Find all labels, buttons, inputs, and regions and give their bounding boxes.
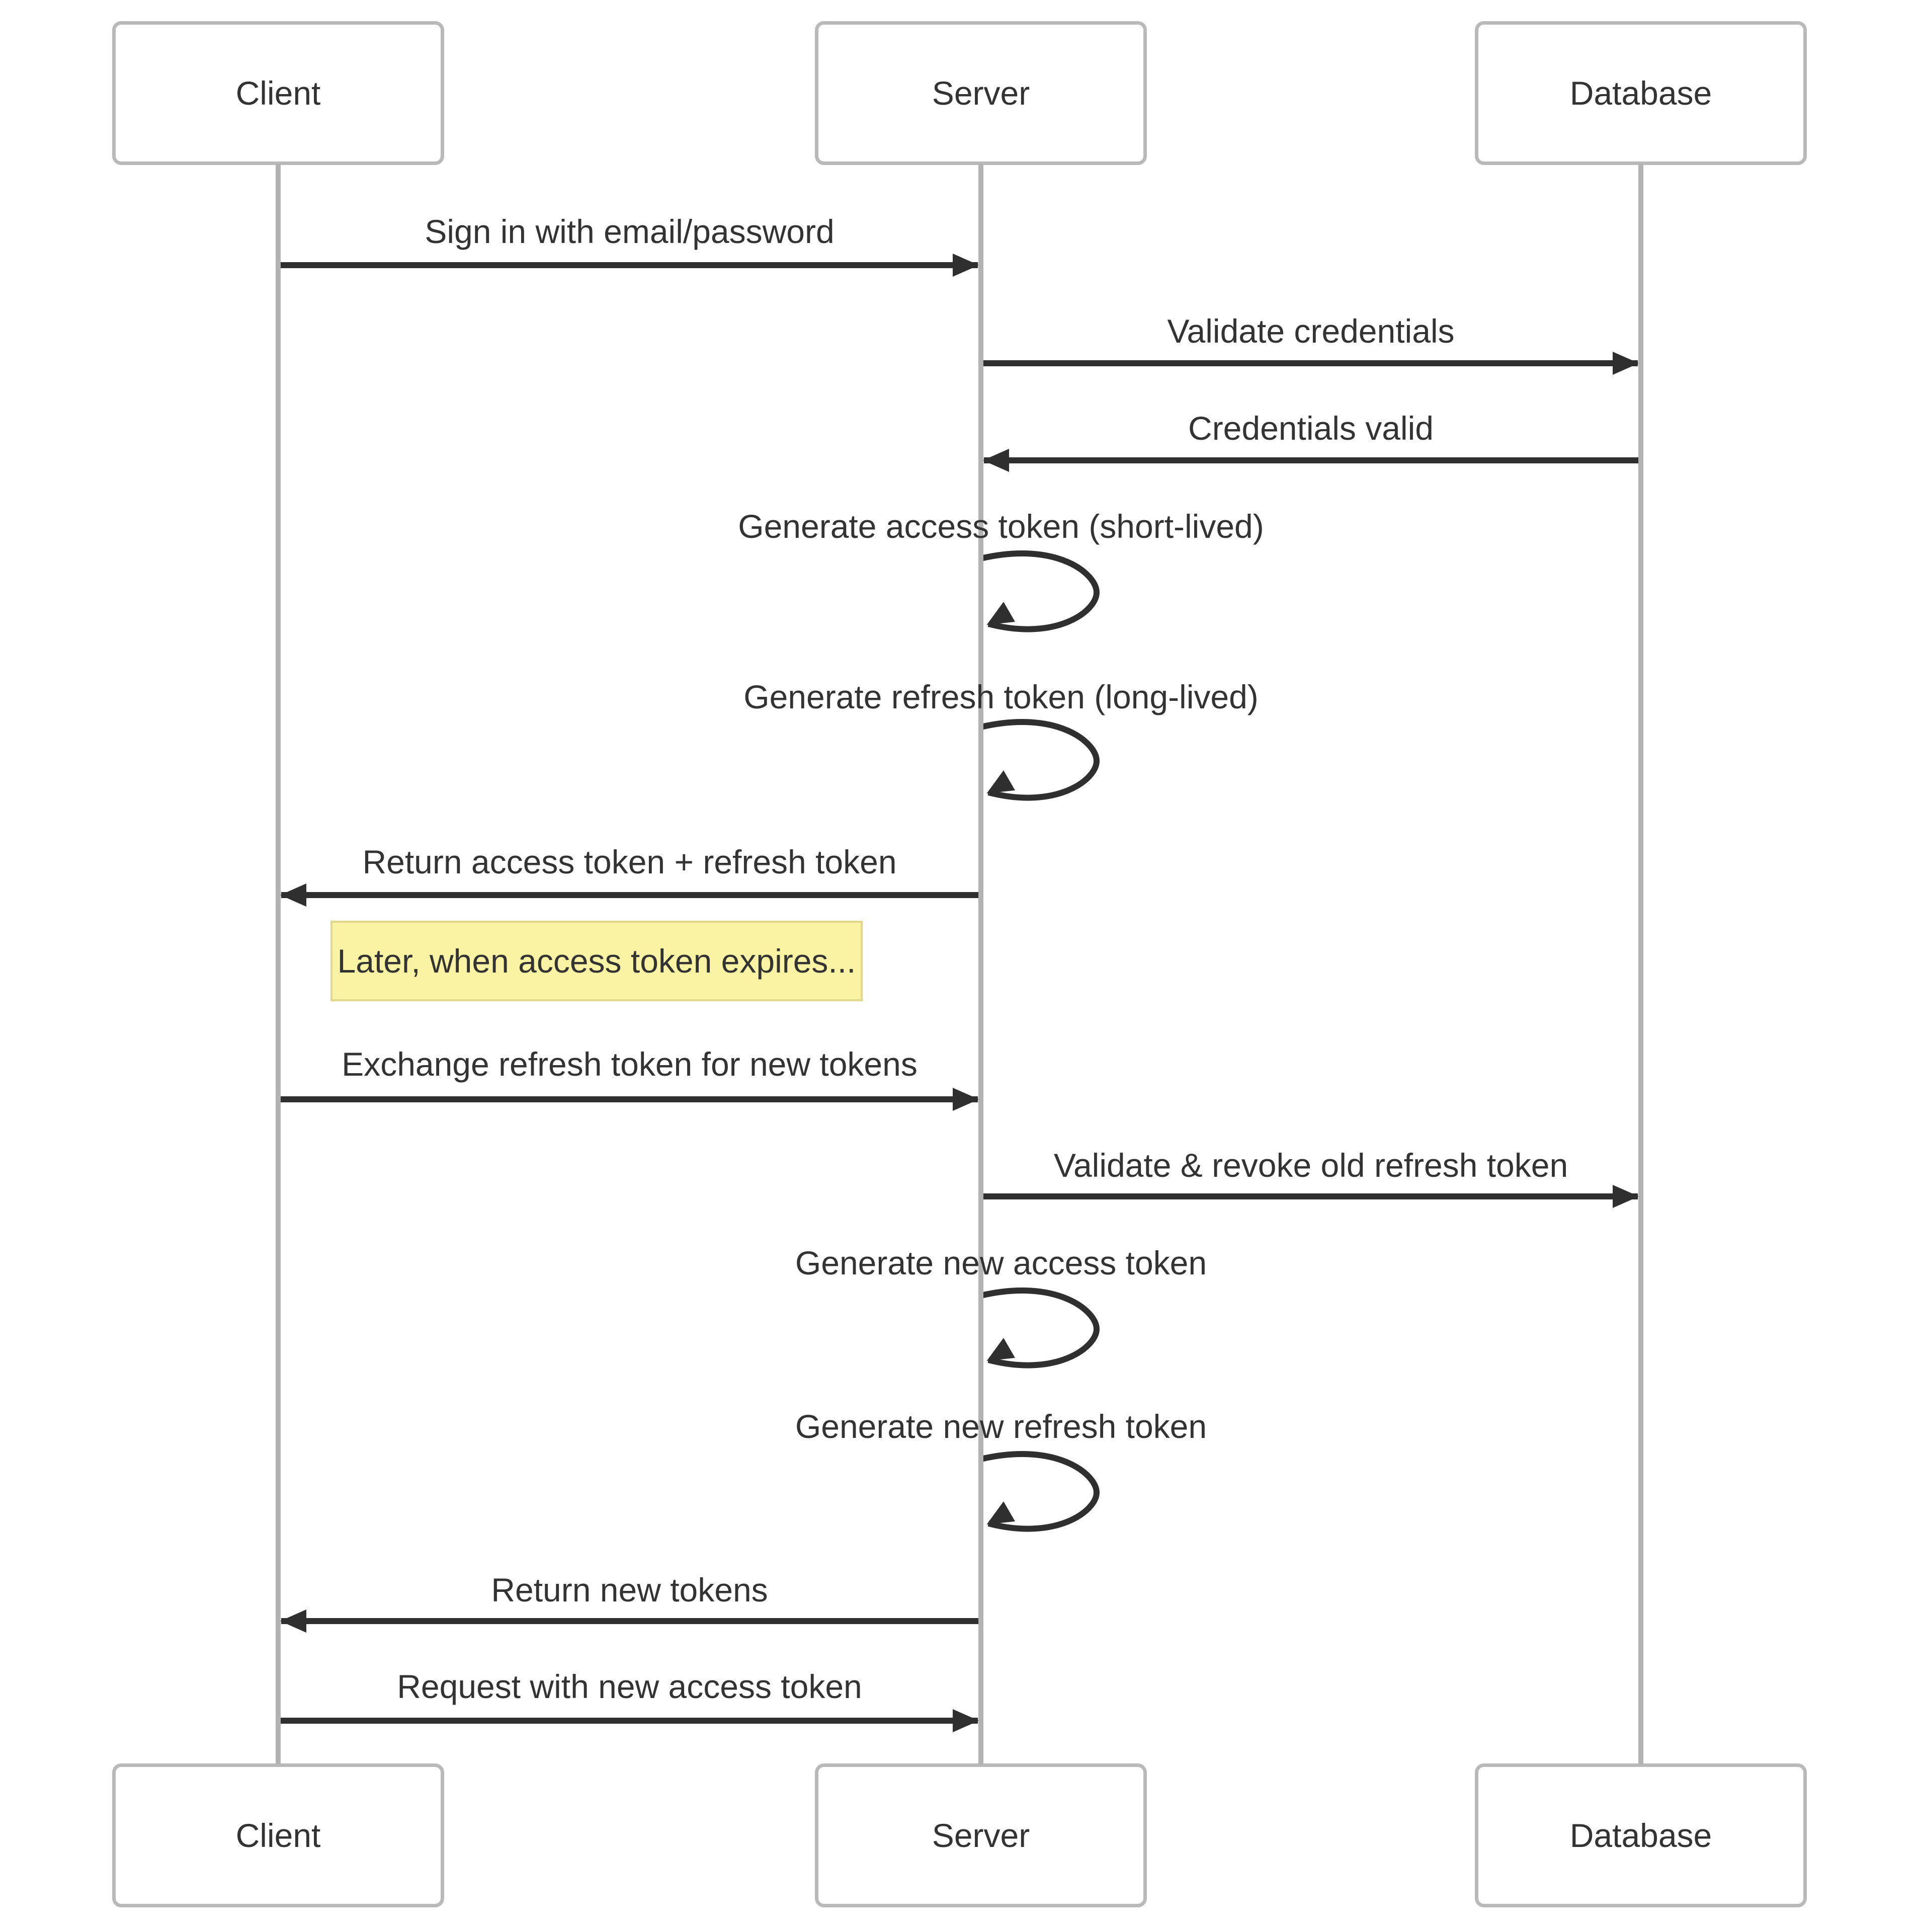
self-loop-label: Generate access token (short-lived) [738, 508, 1264, 545]
message-label: Exchange refresh token for new tokens [342, 1045, 918, 1083]
actor-label: Server [932, 74, 1030, 112]
message-label: Return new tokens [491, 1571, 768, 1608]
actor-box-client-top: Client [112, 21, 444, 165]
message-label: Request with new access token [397, 1668, 862, 1705]
self-loop-arrow [980, 719, 1100, 801]
note: Later, when access token expires... [330, 921, 863, 1001]
message-label: Validate & revoke old refresh token [1053, 1147, 1568, 1184]
self-loop-label: Generate new access token [795, 1244, 1207, 1281]
actor-label: Client [235, 1817, 321, 1854]
lifeline-client [276, 164, 281, 1764]
self-loop-label: Generate new refresh token [795, 1408, 1207, 1445]
note-text: Later, when access token expires... [337, 942, 856, 980]
actor-label: Server [932, 1817, 1030, 1854]
self-loop-label: Generate refresh token (long-lived) [743, 678, 1259, 715]
message-label: Validate credentials [1167, 312, 1455, 350]
actor-label: Client [235, 74, 321, 112]
lifeline-server [978, 164, 983, 1764]
actor-box-client-bottom: Client [112, 1763, 444, 1907]
lifeline-database [1638, 164, 1643, 1764]
actor-box-server-top: Server [815, 21, 1147, 165]
message-label: Return access token + refresh token [362, 843, 897, 880]
actor-box-database-top: Database [1475, 21, 1807, 165]
message-label: Credentials valid [1188, 410, 1434, 447]
self-loop-arrow [980, 1451, 1100, 1532]
actor-label: Database [1569, 1817, 1712, 1854]
actor-box-database-bottom: Database [1475, 1763, 1807, 1907]
actor-box-server-bottom: Server [815, 1763, 1147, 1907]
actor-label: Database [1569, 74, 1712, 112]
self-loop-arrow [980, 550, 1100, 632]
message-label: Sign in with email/password [425, 213, 835, 250]
self-loop-arrow [980, 1287, 1100, 1369]
